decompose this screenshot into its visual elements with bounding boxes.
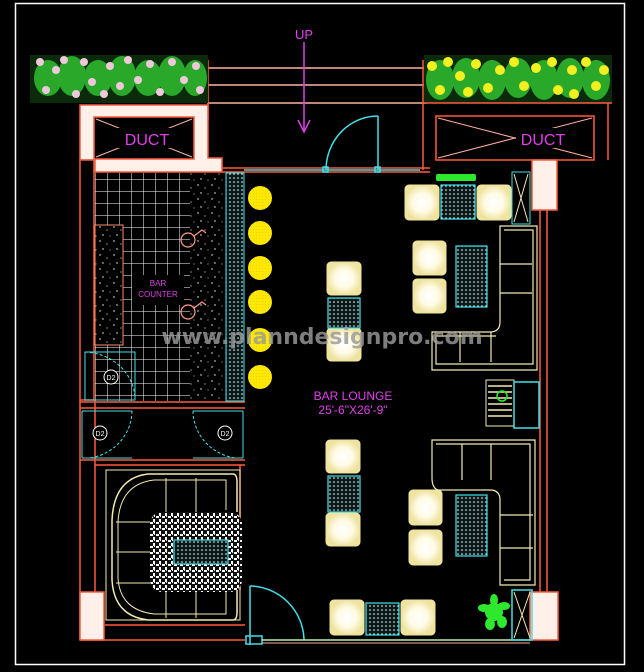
duct-right-label: DUCT — [521, 132, 566, 149]
corner-sofa-bottom — [431, 439, 536, 586]
lounge-chair — [408, 489, 443, 526]
planter-left — [30, 55, 208, 103]
bar-counter: BAR COUNTER — [94, 172, 245, 402]
green-panel — [436, 174, 476, 181]
bar-stool — [248, 186, 272, 210]
corner-sofa-top — [431, 225, 538, 371]
room-label: BAR LOUNGE — [314, 389, 393, 403]
table — [440, 184, 476, 220]
lounge-chair — [476, 184, 512, 221]
stair-area: UP — [207, 27, 427, 170]
lounge-chair — [325, 439, 361, 474]
console — [485, 379, 540, 429]
stair-up-label: UP — [295, 27, 313, 42]
lounge-chair — [404, 184, 440, 221]
bar-counter-label-2: COUNTER — [138, 290, 178, 299]
bar-stool — [248, 328, 272, 352]
door-d2-bar: D2 — [84, 351, 136, 401]
planter-right — [424, 55, 612, 103]
private-lounge — [105, 469, 242, 621]
doors-d2-lobby — [81, 410, 244, 459]
door-tag: D2 — [96, 431, 105, 438]
duct-right — [437, 117, 593, 159]
table — [455, 245, 488, 308]
lounge-chair — [329, 599, 365, 636]
door-tag: D2 — [107, 375, 116, 382]
drawing-border — [14, 2, 626, 666]
x-panel-top — [511, 171, 531, 225]
entry-door-bottom — [245, 585, 305, 645]
lounge-chair — [325, 512, 361, 547]
bar-counter-label-1: BAR — [150, 279, 167, 288]
table — [327, 475, 361, 513]
lounge-chair — [408, 529, 443, 566]
room-dimensions: 25'-6"X26'-9" — [318, 403, 387, 417]
bar-stool — [248, 256, 272, 280]
bar-stool — [248, 221, 272, 245]
door-tag: D2 — [221, 431, 230, 438]
table — [365, 602, 400, 636]
entry-door-top — [244, 115, 420, 173]
table — [455, 494, 488, 557]
bar-stool — [248, 365, 272, 389]
table — [173, 539, 229, 565]
lounge-chair — [400, 599, 436, 636]
watermark: www.planndesignpro.com — [161, 325, 482, 350]
plant-icon — [478, 594, 510, 630]
tables — [327, 184, 488, 636]
bar-stool — [248, 290, 272, 314]
lounge-chair — [326, 261, 362, 296]
table — [327, 297, 361, 329]
lounge-chair — [412, 240, 447, 276]
duct-left-label: DUCT — [125, 132, 170, 149]
bar-stools — [248, 186, 272, 389]
lounge-chair — [412, 278, 447, 314]
x-panel-bottom — [511, 589, 533, 641]
